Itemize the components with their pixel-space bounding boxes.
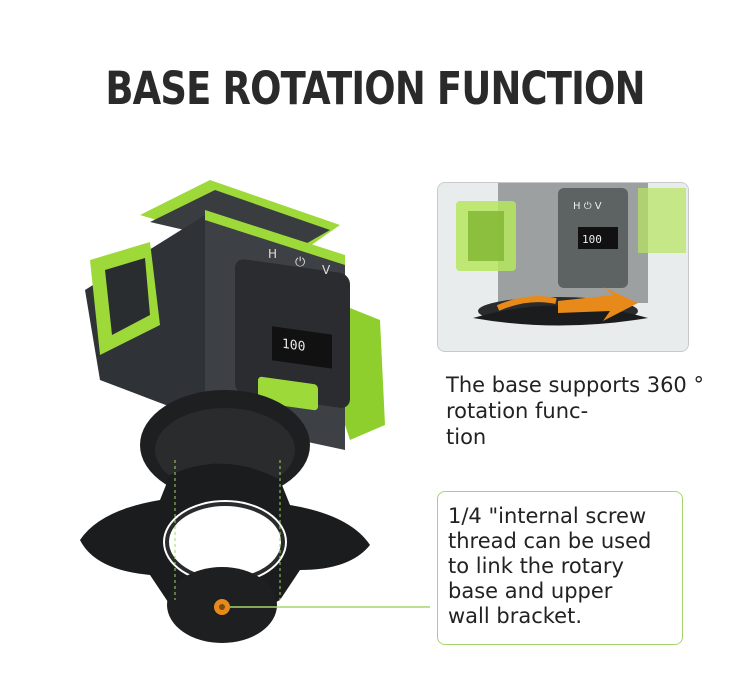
screw-thread-callout: 1/4 "internal screw thread can be used t… <box>437 491 683 645</box>
page-title: BASE ROTATION FUNCTION <box>105 62 645 115</box>
rotation-arrow-icon <box>558 287 638 321</box>
power-icon: ⏻ <box>295 255 305 270</box>
screw-thread-note: 1/4 "internal screw thread can be used t… <box>448 504 652 628</box>
display-readout: 100 <box>282 337 305 355</box>
rotation-caption: The base supports 360 ° rotation func- t… <box>446 373 704 449</box>
button-v: V <box>322 263 331 277</box>
inset-display: 100 <box>582 233 602 246</box>
inset-button-labels: H ⏻ V <box>573 201 602 212</box>
button-h: H <box>268 247 277 261</box>
rotation-inset-image: H ⏻ V 100 <box>437 182 689 352</box>
laser-level-product-image: H ⏻ V 100 <box>80 180 430 643</box>
